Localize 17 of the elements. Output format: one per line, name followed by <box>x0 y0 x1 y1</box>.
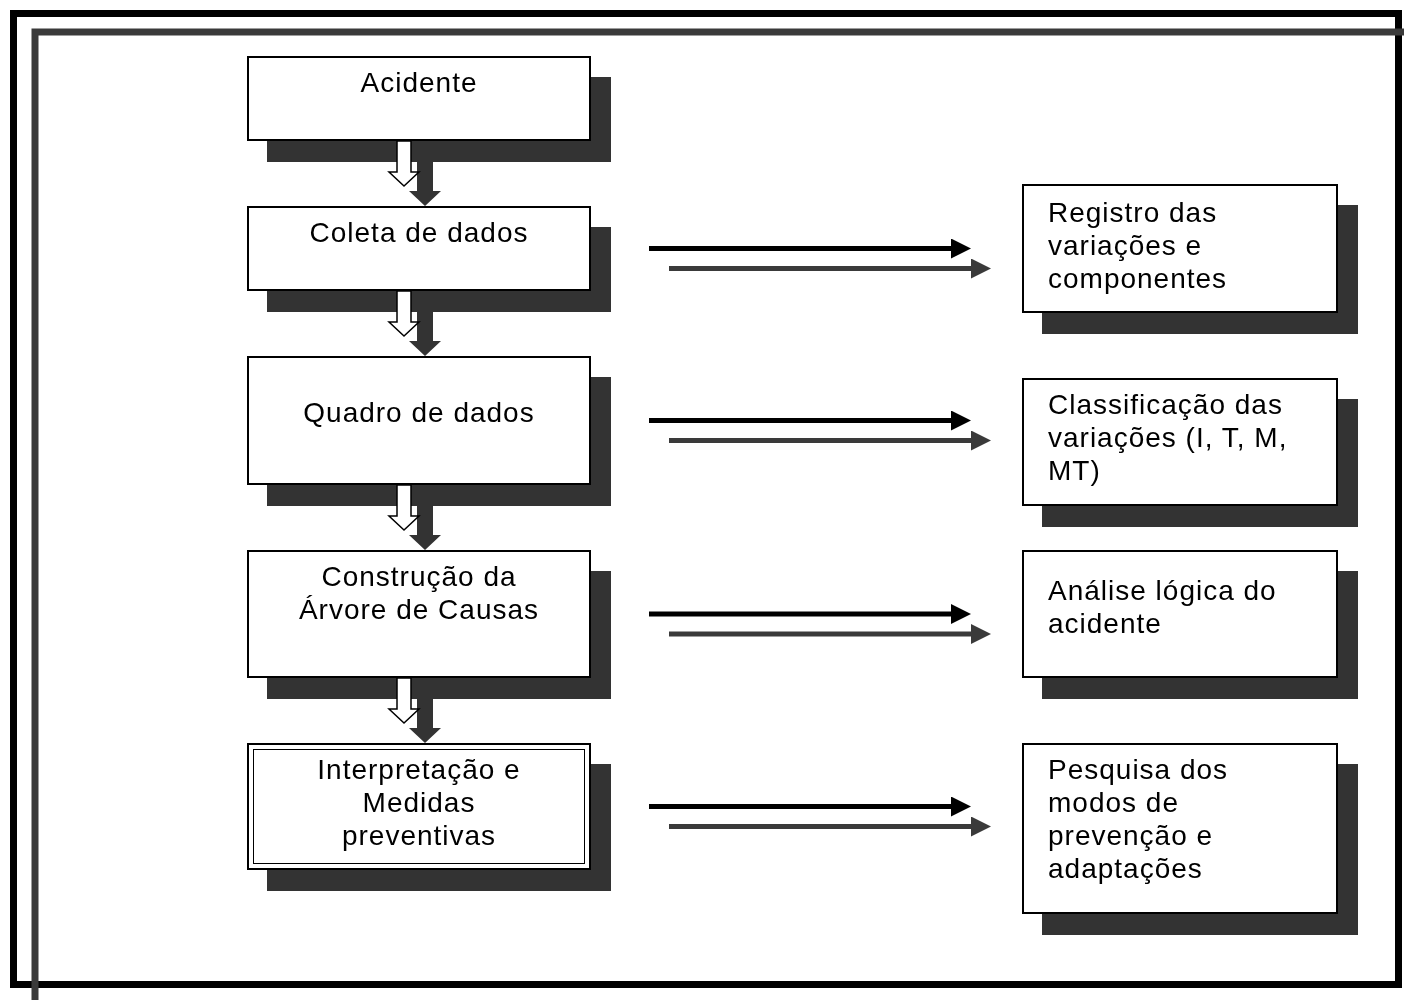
block-arrow <box>387 140 441 206</box>
box-label: Acidente <box>360 66 478 99</box>
arrow <box>649 410 971 431</box>
arrow <box>649 796 971 817</box>
box-label: Classificação das variações (I, T, M, MT) <box>1048 388 1288 487</box>
box-label: Interpretação e Medidas preventivas <box>316 753 522 852</box>
block-arrow <box>387 677 441 743</box>
box-label: Coleta de dados <box>309 216 529 249</box>
box-label: Pesquisa dos modos de prevenção e adaptações <box>1048 753 1230 885</box>
arrow <box>649 238 971 259</box>
box-label: Construção da Árvore de Causas <box>297 560 541 626</box>
arrow <box>649 604 971 624</box>
box-label: Análise lógica do acidente <box>1048 574 1278 640</box>
block-arrow <box>387 290 441 356</box>
block-arrow <box>387 484 441 550</box>
box-label: Quadro de dados <box>303 396 535 429</box>
box-label: Registro das variações e componentes <box>1048 196 1229 295</box>
